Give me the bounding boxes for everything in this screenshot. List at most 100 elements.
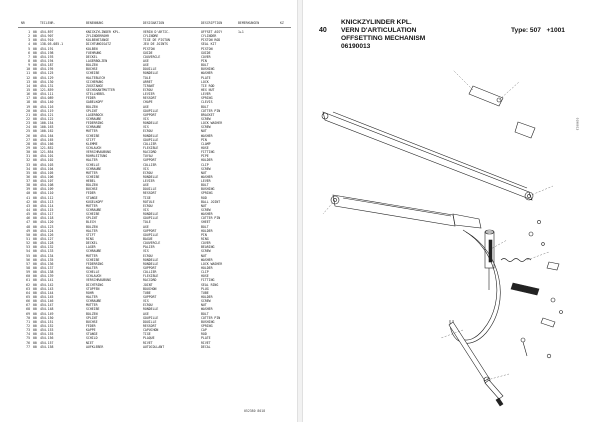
cell-en: GUIDE (201, 50, 211, 55)
cell-de: LAGERBOCK (86, 112, 104, 117)
cell-qty: 00 (33, 295, 37, 299)
cell-part: 454.194 (40, 58, 54, 63)
cell-qty: 00 (33, 58, 37, 63)
cell-qty: 00 (33, 104, 37, 109)
cell-fr: RONDELLE (143, 212, 159, 217)
cell-part: 100.154 (40, 121, 54, 126)
cell-part: 454.158 (40, 344, 54, 349)
cell-en: PISTON ROD (201, 38, 221, 43)
cell-en: LOCK (201, 79, 209, 84)
cell-en: BUSHING (201, 319, 215, 324)
cell-de: LAGERBOLZEN (86, 58, 108, 63)
cell-part: 454.113 (40, 199, 54, 204)
cell-de: SCHRAUBE (86, 125, 102, 130)
cell-en: RIVET (201, 340, 211, 345)
cell-de: ROHRLEITUNG (86, 154, 108, 159)
cell-idx: 76 (26, 340, 30, 345)
cell-idx: 70 (26, 315, 30, 320)
cell-qty: 00 (33, 112, 37, 117)
cell-qty: 00 (33, 75, 37, 80)
cell-de: STIFT (86, 232, 96, 237)
cell-en: CLAMP (201, 141, 211, 146)
cell-de: SCHEIBE (86, 133, 100, 138)
cell-en: FITTING (201, 150, 215, 155)
drawing-page: 40 KNICKZYLINDER KPL. VERN D'ARTICULATIO… (303, 0, 600, 422)
cell-de: HALTER (86, 158, 98, 163)
cell-qty: 00 (33, 328, 37, 333)
cell-de: KLEMME (86, 141, 98, 146)
cell-part: 454.137 (40, 266, 54, 271)
cell-en: BUSHING (201, 187, 215, 192)
cell-en: FITTING (201, 278, 215, 283)
cell-fr: TIGE (143, 332, 151, 337)
cell-en: BOLT (201, 63, 209, 68)
cell-qty: 00 (33, 220, 37, 225)
cell-fr: FLEXIBLE (143, 274, 159, 279)
cell-qty: 00 (33, 208, 37, 213)
cell-de: STOPFEN (86, 286, 100, 291)
cell-qty: 00 (33, 315, 37, 320)
cell-fr: CYLINDRE (143, 34, 159, 39)
cell-fr: TIGE (143, 195, 151, 200)
cell-fr: LEVIER (143, 92, 155, 97)
cell-part: 454.123 (40, 224, 54, 229)
cell-de: SCHEIBE (86, 307, 100, 312)
cell-idx: 74 (26, 332, 30, 337)
cell-fr: VIS (143, 208, 149, 213)
cell-qty: 00 (33, 54, 37, 59)
cell-part: 138.05.085.1 (40, 42, 64, 47)
cell-qty: 00 (33, 311, 37, 316)
cell-idx: 62 (26, 282, 30, 287)
cell-en: PIN (201, 232, 207, 237)
cell-de: ZYLINDERROHR (86, 34, 110, 39)
cell-de: STANGE (86, 195, 98, 200)
cell-idx: 25 (26, 129, 30, 134)
cell-de: VERSCHRAUBUNG (86, 150, 111, 155)
cell-qty: 00 (33, 141, 37, 146)
cell-idx: 72 (26, 323, 30, 328)
cell-qty: 00 (33, 336, 37, 341)
parts-list-page: NR TEILENR. BENENNUNG DESIGNATION DESCRI… (0, 0, 297, 422)
cell-en: CLEVIS (201, 100, 213, 105)
cell-en: ROD (201, 195, 207, 200)
cell-en: LOCK WASHER (201, 121, 223, 126)
title-de: KNICKZYLINDER KPL. (341, 19, 412, 26)
cell-qty: 00 (33, 108, 37, 113)
cell-en: SEAL KIT (201, 42, 217, 47)
cell-idx: 58 (26, 266, 30, 271)
cell-part: 454.156 (40, 336, 54, 341)
cell-part: 454.102 (40, 158, 54, 163)
title-fr: VERN D'ARTICULATION (341, 27, 417, 34)
vertical-cylinder (484, 229, 495, 290)
cell-qty: 00 (33, 282, 37, 287)
cell-fr: RACCORD (143, 278, 157, 283)
cell-idx: 17 (26, 96, 30, 101)
cell-en: WASHER (201, 257, 213, 262)
cell-en: NUT (201, 203, 207, 208)
cell-en: COTTER PIN (201, 108, 221, 113)
cell-fr: BOUCHON (143, 286, 157, 291)
cell-part: 454.089 (40, 96, 54, 101)
cell-fr: RONDELLE (143, 174, 159, 179)
cell-part: 454.105 (40, 170, 54, 175)
cell-qty: 00 (33, 303, 37, 308)
cell-idx: 15 (26, 87, 30, 92)
cell-en: SHEET (201, 220, 211, 225)
cell-en: CLIP (201, 270, 209, 275)
cell-idx: 21 (26, 112, 30, 117)
cell-idx: 35 (26, 170, 30, 175)
cell-fr: ARRET (143, 79, 153, 84)
